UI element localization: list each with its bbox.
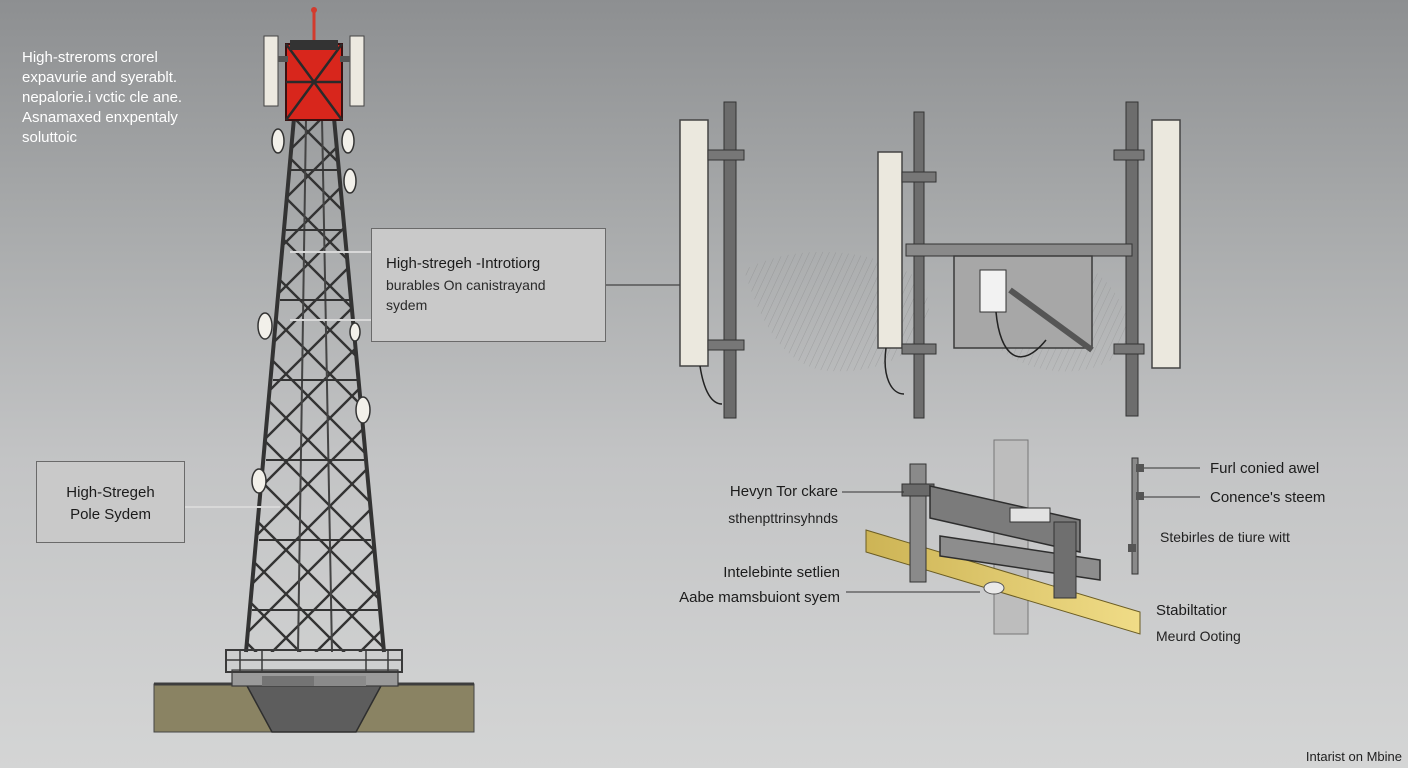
intro-line: expavurie and syerablt.	[22, 69, 178, 86]
dish-antennas	[251, 128, 371, 494]
detail-clamp-assembly	[865, 439, 1144, 635]
leader-lines-right	[842, 467, 1200, 593]
credit-text: Intarist on Mbine	[1305, 749, 1402, 764]
callout-box-introtiorg: High-stregeh -Introtiorg burables On can…	[371, 228, 606, 342]
tower-foundation	[153, 669, 475, 733]
label-heavy-title: Hevyn Tor ckare	[729, 483, 838, 500]
callout-line: sydem	[386, 297, 428, 313]
callout-line: High-Stregeh	[66, 484, 155, 501]
label-furl: Furl conied awel	[1210, 460, 1320, 477]
tower-top-red	[263, 7, 365, 121]
label-heavy-sub: sthenpttrinsyhnds	[728, 510, 838, 526]
intro-line: Asnamaxed enxpentaly	[22, 109, 178, 126]
callout-line: Pole Sydem	[70, 506, 151, 523]
intro-line: nepalorie.i vctic cle ane.	[22, 89, 183, 106]
label-conence: Conence's steem	[1210, 489, 1326, 506]
label-stabil-title: Stabiltatior	[1156, 602, 1227, 619]
lattice-tower	[225, 117, 403, 673]
callout-box-pole-system: High-Stregeh Pole Sydem	[36, 461, 185, 543]
label-inte-sub: Aabe mamsbuiont syem	[679, 589, 840, 606]
intro-text: High-streroms crorel expavurie and syera…	[22, 48, 182, 148]
intro-line: High-streroms crorel	[22, 49, 158, 66]
label-stabil-sub: Meurd Ooting	[1156, 628, 1241, 644]
detail-panel-antenna	[679, 101, 745, 419]
label-inte-title: Intelebinte setlien	[723, 564, 840, 581]
intro-line: soluttoic	[22, 129, 78, 146]
callout-line: burables On canistrayand	[386, 277, 546, 293]
leader-lines-left	[185, 251, 371, 508]
detail-dual-mount	[744, 101, 1181, 419]
label-stebirles: Stebirles de tiure witt	[1160, 529, 1290, 545]
callout-title: High-stregeh -Introtiorg	[386, 255, 541, 272]
